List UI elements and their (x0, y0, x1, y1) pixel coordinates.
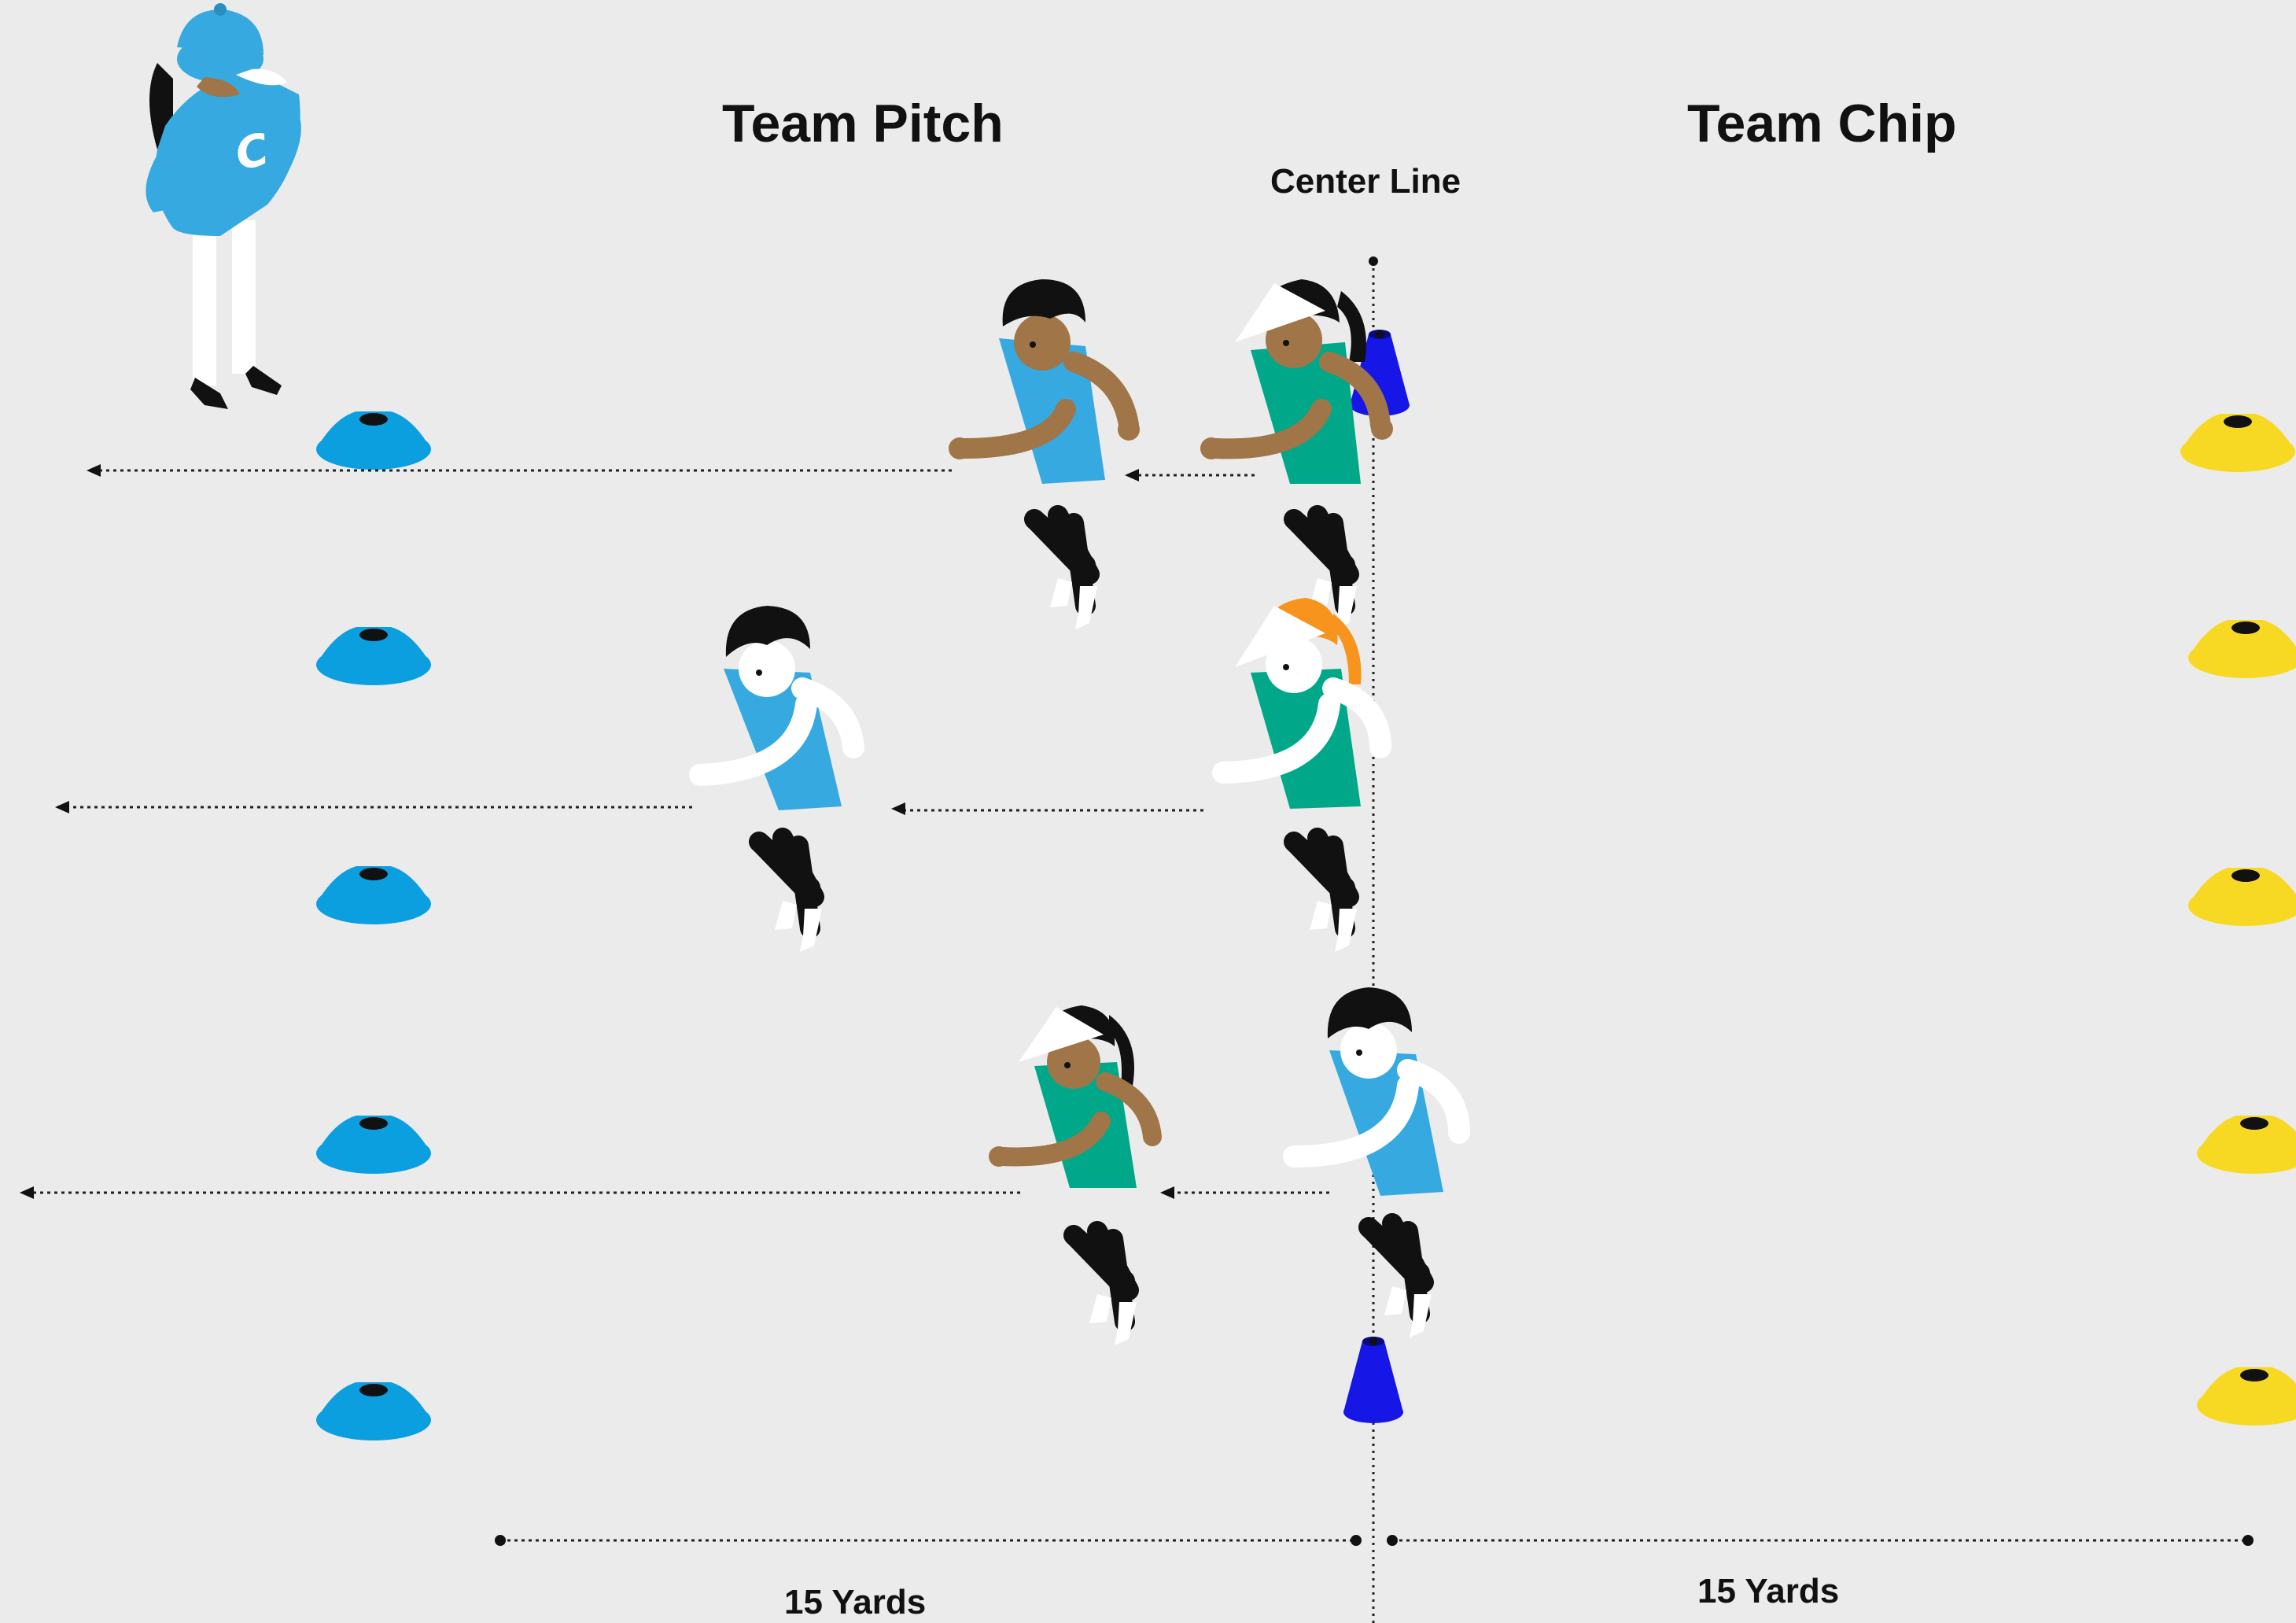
player-team-pitch (1283, 987, 1470, 1337)
distance-line-left (495, 1535, 1362, 1546)
yellow-cone-icon (2188, 620, 2296, 678)
run-arrow (1125, 469, 1255, 481)
run-arrow (1160, 1186, 1329, 1199)
run-arrow (55, 801, 692, 813)
blue-cone-icon (316, 1382, 431, 1440)
center-line-top-dot (1369, 256, 1378, 266)
team-pitch-title: Team Pitch (722, 94, 1004, 153)
blue-cone-icon (316, 866, 431, 924)
team-chip-title: Team Chip (1687, 94, 1957, 153)
blue-cone-icon (316, 627, 431, 685)
player-team-pitch (949, 279, 1140, 629)
yellow-cone-icon (2197, 1367, 2296, 1426)
distance-line-right (1387, 1535, 2254, 1546)
player-team-chip (1212, 598, 1391, 952)
player-team-pitch (689, 606, 864, 952)
yellow-cone-icon (2180, 414, 2295, 472)
blue-cone-icon (316, 411, 431, 470)
distance-left-label: 15 Yards (784, 1583, 927, 1621)
yellow-cone-icon (2197, 1116, 2296, 1174)
center-line-label: Center Line (1270, 162, 1461, 201)
run-arrow (20, 1186, 1020, 1199)
center-marker-icon (1343, 1337, 1403, 1423)
run-arrow (891, 802, 1203, 815)
blue-cone-icon (316, 1116, 431, 1174)
distance-right-label: 15 Yards (1697, 1572, 1840, 1610)
yellow-cone-icon (2188, 868, 2296, 926)
coach-figure-icon: C (146, 3, 301, 409)
run-arrow (87, 464, 952, 477)
player-team-chip (1200, 279, 1393, 629)
player-team-chip (989, 1005, 1162, 1345)
